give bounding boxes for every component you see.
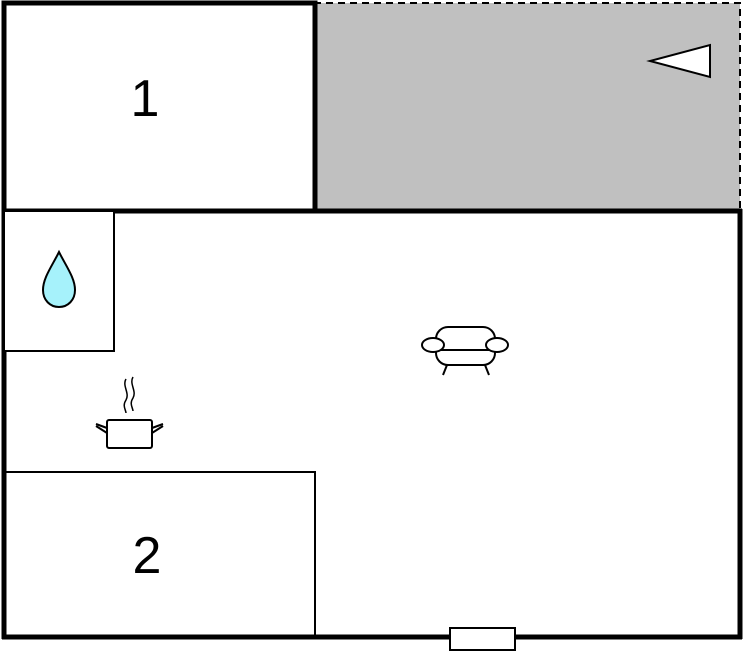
bathroom [3,210,115,352]
door-icon [449,627,516,651]
bedroom-1: 1 [1,0,318,214]
bedroom-2: 2 [1,471,316,640]
room-label-1: 1 [131,70,160,128]
water-drop-icon [41,249,77,309]
room-label-2: 2 [133,527,162,585]
cooking-pot-icon [95,376,164,449]
triangle-pointer-icon [646,43,711,79]
terrace [314,2,741,210]
sofa-icon [421,326,509,376]
